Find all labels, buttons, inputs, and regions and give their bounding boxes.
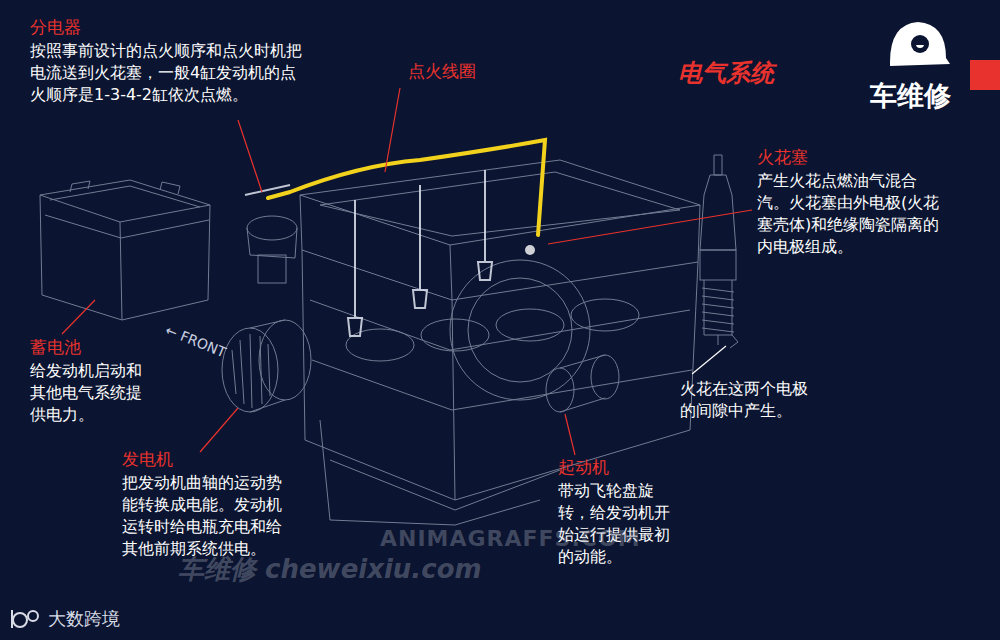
note-text: 火花在这两个电极的间隙中产生。: [680, 378, 816, 422]
callout-text: 带动飞轮盘旋转，给发动机开始运行提供最初的动能。: [558, 480, 680, 568]
callout-text: 按照事前设计的点火顺序和点火时机把电流送到火花塞，一般4缸发动机的点火顺序是1-…: [30, 40, 312, 106]
diagram-title: 电气系统: [678, 58, 774, 88]
logo-text: 车维修: [870, 80, 951, 112]
part-label: 点火线圈: [408, 60, 476, 82]
callout-heading: 分电器: [30, 16, 81, 38]
watermark: ANIMAGRAFFS.COM: [380, 528, 641, 550]
watermark: 车维修 cheweixiu.com: [178, 558, 482, 580]
brand-mark: 大数跨境: [48, 608, 120, 630]
callout-text: 给发动机启动和其他电气系统提供电力。: [30, 360, 150, 426]
direction-label: ← FRONT: [162, 319, 230, 363]
callout-heading: 起动机: [558, 456, 609, 478]
callout-text: 把发动机曲轴的运动势能转换成电能。发动机运转时给电瓶充电和给其他前期系统供电。: [122, 472, 290, 560]
callout-text: 产生火花点燃油气混合汽。火花塞由外电极(火花塞壳体)和绝缘陶瓷隔离的内电极组成。: [757, 170, 941, 258]
callout-heading: 火花塞: [757, 146, 808, 168]
callout-heading: 发电机: [122, 448, 173, 470]
callout-heading: 蓄电池: [30, 336, 81, 358]
